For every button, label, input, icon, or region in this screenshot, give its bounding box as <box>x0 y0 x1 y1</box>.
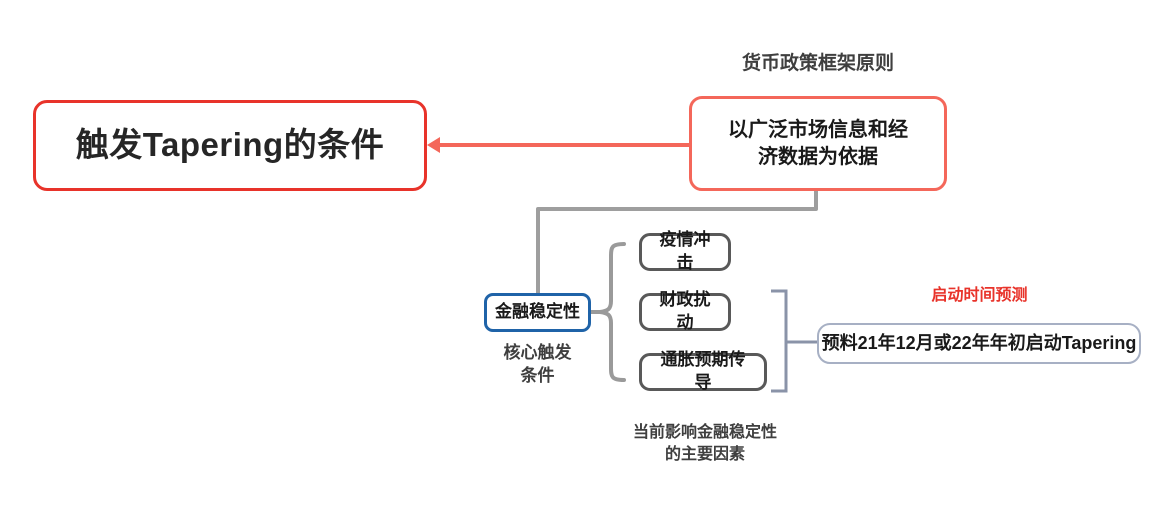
factors-caption-line2: 的主要因素 <box>664 446 745 464</box>
factor-node-epidemic-shock[interactable]: 疫情冲击 <box>639 230 731 272</box>
principle-label-line2: 济数据为依据 <box>758 145 878 168</box>
forecast-caption: 启动时间预测 <box>931 287 1028 304</box>
principle-label-line1: 以广泛市场信息和经 <box>728 118 908 141</box>
bracket-factors-to-forecast <box>771 289 788 393</box>
principle-node-market-info-basis[interactable]: 以广泛市场信息和经 济数据为依据 <box>689 96 947 191</box>
root-node-trigger-conditions[interactable]: 触发Tapering的条件 <box>33 100 427 191</box>
stability-caption-line2: 条件 <box>520 365 555 385</box>
stability-caption-line1: 核心触发 <box>503 343 572 362</box>
brace-stability-to-factors <box>598 242 626 382</box>
factor-node-fiscal-disturbance[interactable]: 财政扰动 <box>639 290 731 332</box>
stability-caption: 核心触发 条件 <box>479 342 596 388</box>
factor-node-inflation-expectation-transmission[interactable]: 通胀预期传导 <box>639 350 767 392</box>
factors-caption-line1: 当前影响金融稳定性 <box>632 424 777 441</box>
principle-caption: 货币政策框架原则 <box>741 53 894 74</box>
forecast-node-tapering-start-time[interactable]: 预料21年12月或22年年初启动Tapering <box>817 323 1141 364</box>
stability-node-financial-stability[interactable]: 金融稳定性 <box>484 293 591 332</box>
factors-caption: 当前影响金融稳定性 的主要因素 <box>590 422 820 467</box>
arrowhead-icon <box>427 137 440 153</box>
